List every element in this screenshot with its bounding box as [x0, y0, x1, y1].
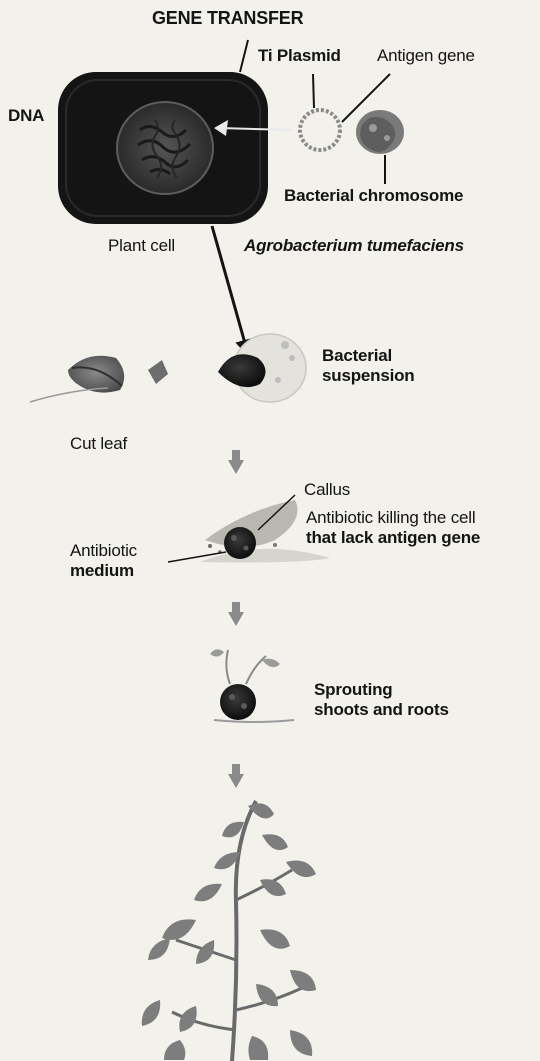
flow-arrow-3-stem [232, 764, 240, 776]
antibiotic-killing-label-line2: that lack antigen gene [306, 528, 480, 548]
nucleus [117, 102, 213, 194]
flow-arrow-3 [228, 774, 244, 788]
bacterial-suspension-label-line2: suspension [322, 366, 414, 386]
bacterial-chromosome-label: Bacterial chromosome [284, 186, 463, 206]
bacterial-chromosome-blob [356, 110, 404, 154]
flow-arrow-2-stem [232, 602, 240, 614]
petri-dish-suspension [218, 334, 306, 402]
antibiotic-killing-label-line1: Antibiotic killing the cell [306, 508, 475, 528]
flow-arrow-1-stem [232, 450, 240, 462]
sprouting-label-line1: Sprouting [314, 680, 392, 700]
bacterial-suspension-label-line1: Bacterial [322, 346, 392, 366]
ti-plasmid [300, 110, 340, 150]
cut-leaf-left [30, 356, 124, 402]
sprouting-plantlet [210, 649, 294, 722]
antigen-gene-label: Antigen gene [377, 46, 475, 66]
plant-cell-label: Plant cell [108, 236, 175, 256]
flow-arrow-2 [228, 612, 244, 626]
agrobacterium-label: Agrobacterium tumefaciens [244, 236, 464, 256]
cut-leaf-label: Cut leaf [70, 434, 127, 454]
sprouting-label-line2: shoots and roots [314, 700, 449, 720]
plasmid-pointer-line [313, 74, 314, 108]
title-pointer-line [240, 40, 248, 72]
dna-label: DNA [8, 106, 44, 126]
diagram-title: GENE TRANSFER [152, 8, 303, 28]
antibiotic-medium-label-line1: Antibiotic [70, 541, 137, 561]
flow-arrow-1 [228, 460, 244, 474]
callus-label: Callus [304, 480, 350, 500]
infection-arrow [212, 226, 248, 354]
ti-plasmid-label: Ti Plasmid [258, 46, 341, 66]
leaf-piece [148, 360, 168, 384]
grown-plant [142, 801, 316, 1061]
antibiotic-medium-label-line2: medium [70, 561, 134, 581]
